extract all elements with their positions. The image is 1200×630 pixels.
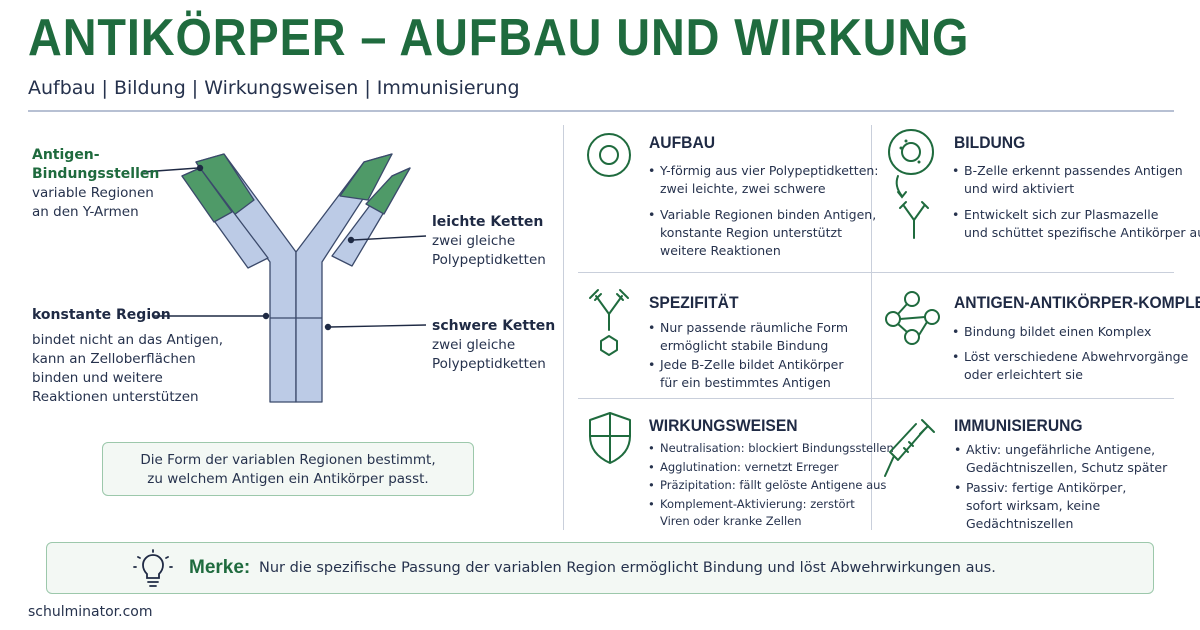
komplex-bullet-1: Bindung bildet einen Komplex [952, 323, 1151, 341]
network-icon [885, 291, 940, 345]
card-title-komplex: ANTIGEN-ANTIKÖRPER-KOMPLEX [954, 293, 1200, 312]
syringe-icon [884, 419, 935, 477]
immunisierung-bullet-1: Aktiv: ungefährliche Antigene,Gedächtnis… [954, 441, 1167, 477]
page-subtitle: Aufbau | Bildung | Wirkungsweisen | Immu… [28, 77, 520, 99]
left-light-variable [181, 167, 233, 223]
antibody-diagram [141, 153, 427, 403]
merke-text: Nur die spezifische Passung der variable… [259, 560, 996, 576]
immunisierung-bullet-2: Passiv: fertige Antikörper,sofort wirksa… [954, 479, 1126, 533]
constant-region-label: konstante Region bindet nicht an das Ant… [32, 307, 224, 405]
note-box: Die Form der variablen Regionen bestimmt… [102, 442, 474, 496]
card-title-aufbau: AUFBAU [649, 133, 716, 152]
wirkungsweisen-bullet-3: Präzipitation: fällt gelöste Antigene au… [648, 477, 886, 494]
right-heavy-variable [339, 153, 393, 201]
grid-divider-row2 [578, 398, 1174, 399]
page-title: ANTIKÖRPER – AUFBAU UND WIRKUNG [28, 9, 970, 67]
light-chains-label: leichte Ketten zwei gleiche Polypeptidke… [432, 214, 546, 268]
grid-divider-row1 [578, 272, 1174, 273]
aufbau-bullet-1: Y-förmig aus vier Polypeptidketten:zwei … [648, 162, 879, 198]
aufbau-bullet-2: Variable Regionen binden Antigen,konstan… [648, 206, 876, 260]
lightbulb-icon [133, 549, 173, 587]
cell-icon [587, 133, 631, 177]
grid-divider-middle [871, 125, 872, 530]
binding-sites-label: Antigen- Bindungsstellen variable Region… [32, 147, 160, 220]
card-title-wirkungsweisen: WIRKUNGSWEISEN [649, 416, 798, 435]
antibody-antigen-icon [589, 289, 629, 356]
card-title-immunisierung: IMMUNISIERUNG [954, 416, 1083, 435]
b-cell-icon [888, 129, 934, 239]
footer-source: schulminator.com [28, 604, 153, 620]
right-light-variable [365, 167, 411, 215]
merke-label: Merke: [189, 557, 251, 578]
wirkungsweisen-bullet-2: Agglutination: vernetzt Erreger [648, 459, 839, 476]
header-divider [28, 110, 1174, 112]
wirkungsweisen-bullet-1: Neutralisation: blockiert Bindungsstelle… [648, 440, 894, 457]
card-title-spezifitaet: SPEZIFITÄT [649, 293, 739, 312]
grid-divider-left [563, 125, 564, 530]
card-title-bildung: BILDUNG [954, 133, 1026, 152]
heavy-chains-label: schwere Ketten zwei gleiche Polypeptidke… [432, 318, 556, 372]
shield-icon [589, 412, 631, 464]
merke-box: Merke: Nur die spezifische Passung der v… [46, 542, 1154, 594]
